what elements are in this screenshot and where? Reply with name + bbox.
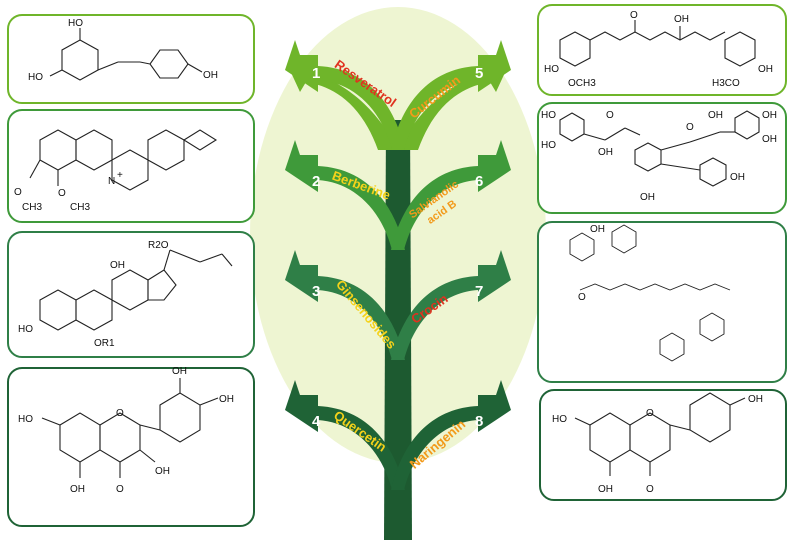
arrow-left-2-body [285, 140, 405, 250]
curc-ho-left: HO [544, 64, 559, 75]
berb-o-a: O [14, 187, 22, 198]
arrow-right-1-body [391, 40, 511, 150]
crocin-o: O [578, 292, 586, 303]
curc-oh-top: OH [674, 14, 689, 25]
quer-oh-bottom: OH [70, 484, 85, 495]
quer-ho-left: HO [18, 414, 33, 425]
berb-nplus: N [108, 176, 115, 187]
num-2: 2 [312, 173, 320, 190]
quer-oh-right: OH [155, 466, 170, 477]
quer-oh-top2: OH [219, 394, 234, 405]
branch-row-1 [285, 40, 511, 150]
arrow-right-4-body [391, 380, 511, 490]
gin-r2o: R2O [148, 240, 169, 251]
nar-oh-right: OH [748, 394, 763, 405]
num-8: 8 [475, 413, 483, 430]
salv-oh2: OH [708, 110, 723, 121]
num-6: 6 [475, 173, 483, 190]
structure-box-salvianolic: HO HO O OH O OH OH OH OH OH [537, 102, 787, 214]
arrow-right-3-body [391, 250, 511, 360]
salv-oh1: OH [598, 147, 613, 158]
branch-row-3 [285, 250, 511, 360]
structure-box-naringenin: HO O OH OH O [539, 389, 787, 501]
berb-ch3-a: CH3 [22, 202, 42, 213]
branch-row-4 [285, 380, 511, 490]
nar-o-keto: O [646, 484, 654, 495]
salv-oh3: OH [762, 110, 777, 121]
structure-box-berberine: N + O CH3 O CH3 [7, 109, 255, 223]
structure-box-curcumin: O OH HO OCH3 H3CO OH [537, 4, 787, 96]
resv-oh-right: OH [203, 70, 218, 81]
nar-oh-bottom: OH [598, 484, 613, 495]
branch-row-2 [285, 140, 511, 250]
berb-o-b: O [58, 188, 66, 199]
num-5: 5 [475, 65, 483, 82]
arrow-left-4-body [285, 380, 405, 490]
arrow-left-3-body [285, 250, 405, 360]
num-3: 3 [312, 283, 320, 300]
structure-box-resveratrol: HO HO OH [7, 14, 255, 104]
structure-box-ginsenoside: R2O OH HO OR1 [7, 231, 255, 358]
curc-h3co-right: H3CO [712, 78, 740, 89]
arrow-left-1-body [285, 40, 405, 150]
gin-or1: OR1 [94, 338, 115, 349]
berb-ch3-b: CH3 [70, 202, 90, 213]
resv-oh-top: HO [68, 18, 83, 29]
crocin-oh: OH [590, 224, 605, 235]
gin-oh-left: HO [18, 324, 33, 335]
salv-o1: O [606, 110, 614, 121]
curc-oh-right: OH [758, 64, 773, 75]
salv-oh5: OH [730, 172, 745, 183]
curc-o-top: O [630, 10, 638, 21]
num-7: 7 [475, 283, 483, 300]
num-4: 4 [312, 413, 321, 430]
salv-ho2: HO [541, 140, 556, 151]
num-1: 1 [312, 65, 320, 82]
quer-o-ring: O [116, 408, 124, 419]
nar-o-ring: O [646, 408, 654, 419]
structure-box-crocin: OH O [537, 221, 787, 383]
resv-oh-left: HO [28, 72, 43, 83]
structure-box-quercetin: HO O OH OH OH O OH [7, 366, 255, 527]
gin-oh-mid: OH [110, 260, 125, 271]
salv-o2: O [686, 122, 694, 133]
salv-oh4: OH [762, 134, 777, 145]
nar-ho-left: HO [552, 414, 567, 425]
salv-oh-bottom: OH [640, 192, 655, 203]
berb-plus: + [117, 170, 123, 181]
curc-och3-left: OCH3 [568, 78, 596, 89]
quer-o-keto: O [116, 484, 124, 495]
quer-oh-top1: OH [172, 366, 187, 377]
salv-ho1: HO [541, 110, 556, 121]
arrow-right-2-body [391, 140, 511, 250]
